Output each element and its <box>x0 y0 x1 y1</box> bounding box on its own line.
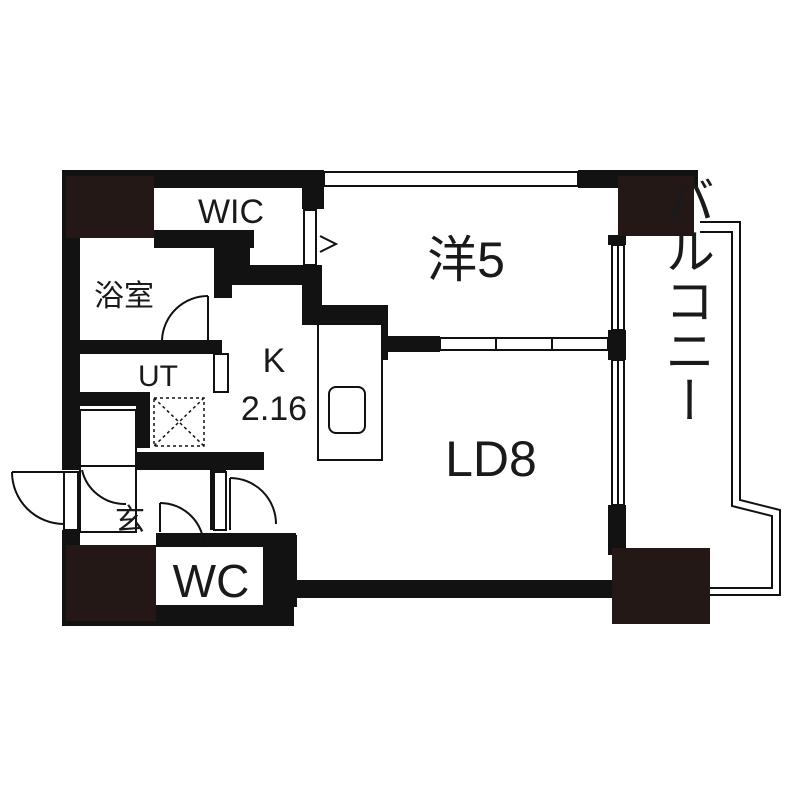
room-labels: WIC 洋5 浴室 K 2.16 UT LD8 玄 WC バルコニー <box>94 175 714 607</box>
room-label-bath: 浴室 <box>94 280 154 313</box>
room-label-kitchen-size: 2.16 <box>241 390 307 428</box>
room-label-living: LD8 <box>445 431 537 487</box>
room-label-wic: WIC <box>198 193 264 231</box>
room-label-toilet: WC <box>173 555 250 607</box>
room-label-kitchen-name: K <box>263 342 286 380</box>
room-label-utility: UT <box>138 360 178 393</box>
kitchen-counter <box>317 323 383 461</box>
structural-pillars <box>66 176 710 624</box>
openings <box>11 209 625 548</box>
balcony <box>700 221 781 596</box>
room-label-balcony: バルコニー <box>658 175 714 425</box>
room-label-bedroom: 洋5 <box>427 232 505 288</box>
room-label-entrance: 玄 <box>115 504 145 537</box>
